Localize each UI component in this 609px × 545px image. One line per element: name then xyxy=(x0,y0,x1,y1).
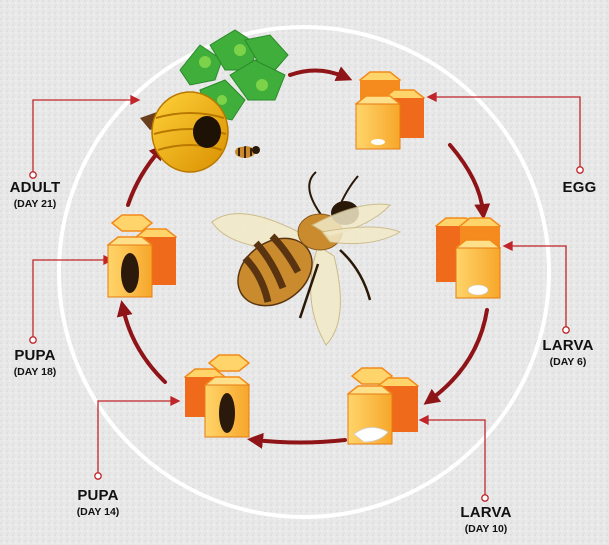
label-egg-wrap: EGG xyxy=(550,180,609,195)
cycle-arrows xyxy=(116,66,491,449)
label-pupa18-wrap: PUPA (DAY 18) xyxy=(0,348,70,378)
arrow-pupa14-to-pupa18 xyxy=(116,300,167,384)
leader-larva6 xyxy=(502,240,570,334)
leader-pupa14 xyxy=(94,395,181,480)
arrow-larva6-to-larva10 xyxy=(423,308,489,405)
label-egg: EGG xyxy=(550,180,609,195)
label-larva10-wrap: LARVA (DAY 10) xyxy=(448,505,524,535)
comb-larva6 xyxy=(434,217,502,299)
stage-day-pupa18: (DAY 18) xyxy=(13,366,57,378)
comb-egg xyxy=(354,71,426,150)
stage-day-pupa14: (DAY 14) xyxy=(76,506,120,518)
label-larva6: LARVA (DAY 6) xyxy=(532,338,604,368)
arrow-egg-to-larva6 xyxy=(448,143,491,220)
beehive-tree-icon xyxy=(140,29,289,173)
comb-pupa18 xyxy=(106,214,178,298)
label-larva10: LARVA (DAY 10) xyxy=(448,505,524,535)
stage-day-larva10: (DAY 10) xyxy=(464,523,508,535)
label-adult: ADULT (DAY 21) xyxy=(0,180,70,210)
leader-larva10 xyxy=(418,414,489,502)
arrow-pupa18-to-adult xyxy=(126,143,166,207)
leader-egg xyxy=(426,91,584,174)
stage-name-egg: EGG xyxy=(562,180,597,196)
arrow-larva10-to-pupa14 xyxy=(247,432,347,449)
stage-name-pupa18: PUPA xyxy=(14,348,56,364)
leader-lines xyxy=(29,91,584,502)
label-pupa14: PUPA (DAY 14) xyxy=(60,488,136,518)
cycle-ring xyxy=(57,25,551,519)
label-larva6-wrap: LARVA (DAY 6) xyxy=(532,338,604,368)
stage-name-larva10: LARVA xyxy=(460,505,512,521)
small-bee-icon xyxy=(234,139,260,158)
label-pupa14-wrap: PUPA (DAY 14) xyxy=(60,488,136,518)
comb-larva10 xyxy=(346,367,420,445)
honey-bee-illustration xyxy=(211,171,402,346)
stage-day-adult: (DAY 21) xyxy=(13,198,57,210)
stage-name-larva6: LARVA xyxy=(542,338,594,354)
label-adult-wrap: ADULT (DAY 21) xyxy=(0,180,70,210)
arrow-hive-to-egg xyxy=(288,66,353,82)
stage-name-pupa14: PUPA xyxy=(77,488,119,504)
comb-pupa14 xyxy=(183,354,251,438)
leader-adult xyxy=(29,94,141,179)
stage-day-larva6: (DAY 6) xyxy=(549,356,587,368)
stage-name-adult: ADULT xyxy=(9,180,61,196)
label-pupa18: PUPA (DAY 18) xyxy=(0,348,70,378)
